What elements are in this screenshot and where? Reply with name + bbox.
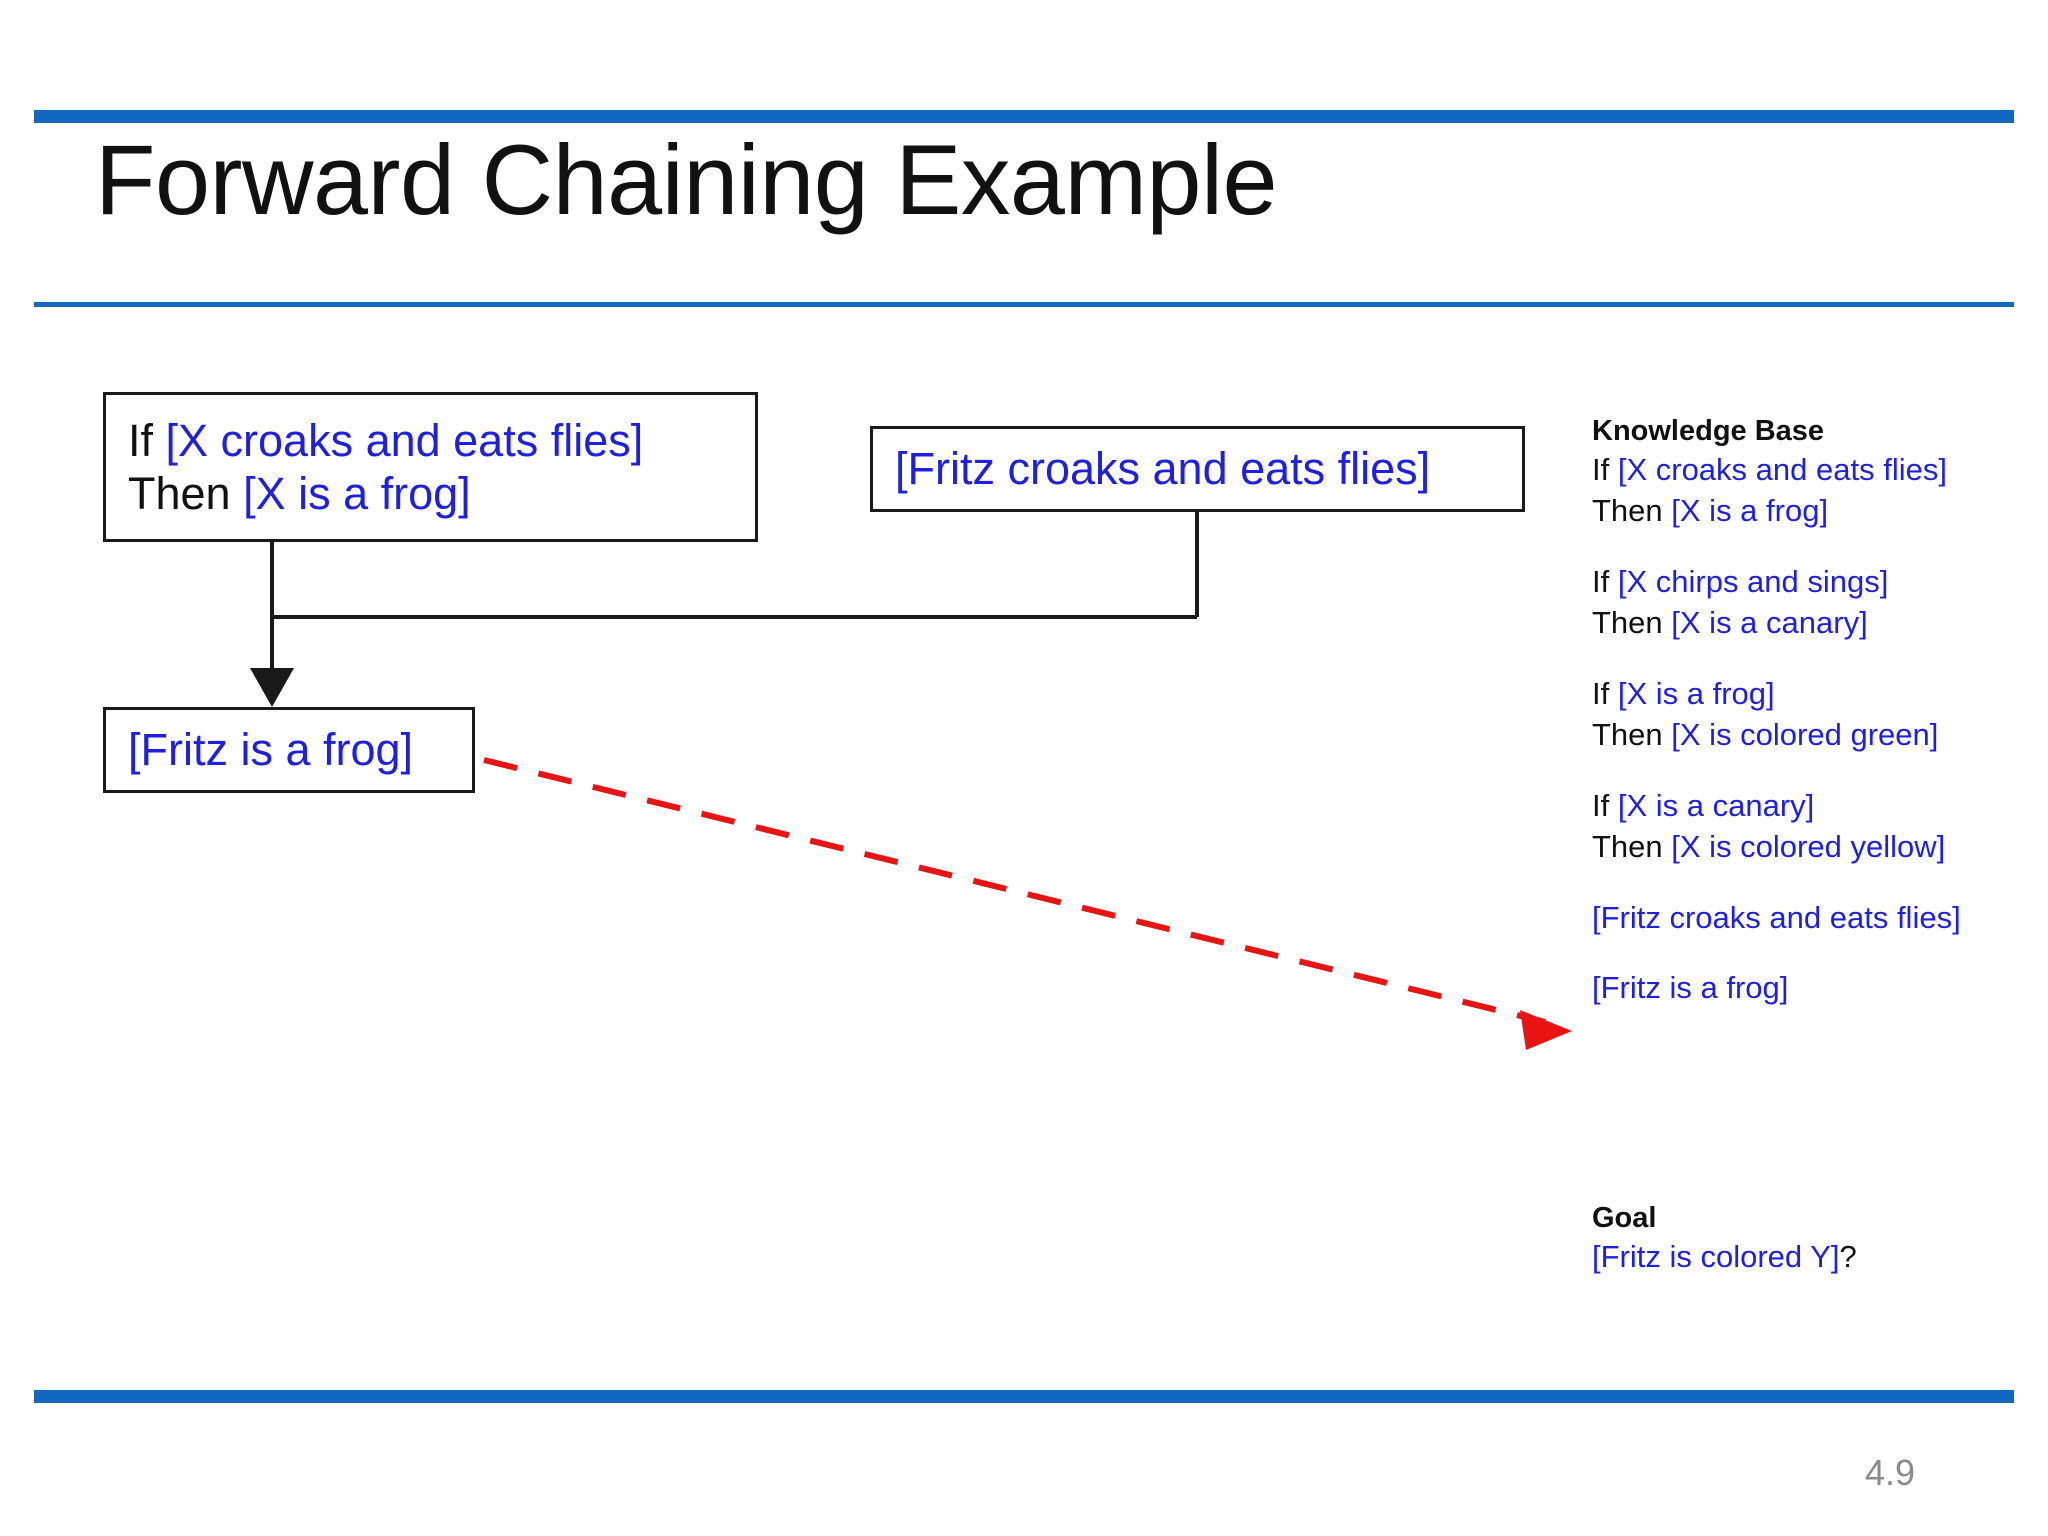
kb-rule-4-then-keyword: Then [1592,828,1672,864]
kb-spacer [1592,756,2032,786]
kb-spacer [1592,644,2032,674]
footer-accent-bar [34,1390,2014,1403]
kb-rule-1-then-keyword: Then [1592,493,1672,529]
rule-antecedent: [X croaks and eats flies] [165,414,644,466]
kb-rule-3-consequent: [X is colored green] [1671,716,1939,752]
kb-fact-2-derived: [Fritz is a frog] [1592,970,1789,1006]
title-underline-bar [34,302,2014,307]
kb-rule-3-then: Then [X is colored green] [1592,715,2032,756]
kb-rule-2-then-keyword: Then [1592,604,1672,640]
kb-rule-1-then: Then [X is a frog] [1592,491,2032,532]
kb-rule-3-if: If [X is a frog] [1592,674,2032,715]
derived-term: [Fritz is a frog] [128,724,414,776]
page-title: Forward Chaining Example [95,124,1278,235]
kb-rule-2-if-keyword: If [1592,564,1618,600]
fact-term: [Fritz croaks and eats flies] [895,443,1431,495]
fact-box-line: [Fritz croaks and eats flies] [873,442,1522,495]
goal-panel: Goal [Fritz is colored Y]? [1592,1199,2032,1278]
rule-then-keyword: Then [128,468,244,519]
kb-rule-3-if-keyword: If [1592,675,1618,711]
page-number: 4.9 [1864,1452,1916,1493]
kb-rule-2-then: Then [X is a canary] [1592,603,2032,644]
fact-box: [Fritz croaks and eats flies] [870,426,1525,512]
kb-rule-4-consequent: [X is colored yellow] [1671,828,1946,864]
result-arrowhead-icon [1520,1010,1572,1050]
kb-spacer [1592,938,2032,968]
rule-if-keyword: If [128,414,166,466]
kb-rule-3-antecedent: [X is a frog] [1617,675,1775,711]
kb-rule-2-antecedent: [X chirps and sings] [1617,564,1889,600]
derived-box-line: [Fritz is a frog] [106,723,472,776]
kb-rule-1-antecedent: [X croaks and eats flies] [1617,452,1947,488]
kb-rule-1-consequent: [X is a frog] [1671,493,1829,529]
kb-rule-1-if-keyword: If [1592,452,1618,488]
arrowhead-down-icon [250,668,294,707]
kb-spacer [1592,868,2032,898]
kb-rule-4-then: Then [X is colored yellow] [1592,827,2032,868]
result-dashed-line [483,757,1546,1025]
kb-rule-4-antecedent: [X is a canary] [1617,787,1815,823]
goal-query: [Fritz is colored Y]? [1592,1237,2032,1278]
kb-rule-2-if: If [X chirps and sings] [1592,562,2032,603]
goal-heading: Goal [1592,1202,1657,1234]
knowledge-base-heading: Knowledge Base [1592,415,1825,447]
rule-box-line-1: If [X croaks and eats flies] [106,414,755,467]
derived-fact-box: [Fritz is a frog] [103,707,475,793]
knowledge-base-panel: Knowledge Base If [X croaks and eats fli… [1592,412,2032,1009]
rule-consequent: [X is a frog] [243,468,471,519]
rule-box-line-2: Then [X is a frog] [106,467,755,520]
kb-spacer [1592,532,2032,562]
kb-rule-4-if-keyword: If [1592,787,1618,823]
goal-term: [Fritz is colored Y] [1592,1239,1840,1275]
kb-fact-1: [Fritz croaks and eats flies] [1592,899,1961,935]
kb-rule-4-if: If [X is a canary] [1592,786,2032,827]
kb-rule-1-if: If [X croaks and eats flies] [1592,450,2032,491]
kb-rule-2-consequent: [X is a canary] [1671,604,1868,640]
header-accent-bar [34,110,2014,123]
goal-question-mark: ? [1839,1239,1857,1275]
kb-rule-3-then-keyword: Then [1592,716,1672,752]
rule-box: If [X croaks and eats flies] Then [X is … [103,392,758,542]
